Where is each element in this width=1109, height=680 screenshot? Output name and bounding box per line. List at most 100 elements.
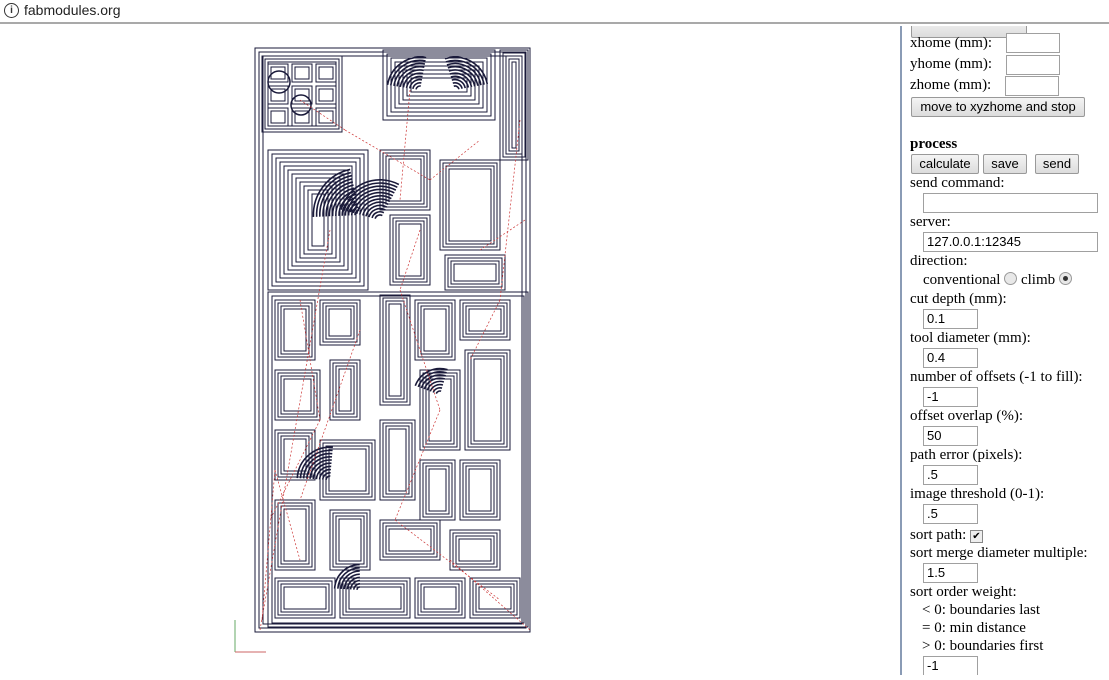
toolpath-contour <box>307 189 329 251</box>
toolpath-contour <box>267 85 289 105</box>
path-error-label: path error (pixels): <box>910 447 1023 463</box>
toolpath-contour <box>502 52 526 158</box>
order-input[interactable]: -1 <box>923 656 978 675</box>
toolpath-arc <box>396 66 425 87</box>
info-icon[interactable]: i <box>4 3 19 18</box>
toolpath-arc <box>340 570 360 589</box>
toolpath-contour <box>420 305 450 355</box>
tool-diameter-input[interactable]: 0.4 <box>923 348 978 368</box>
merge-input[interactable]: 1.5 <box>923 563 978 583</box>
toolpath-contour <box>455 535 495 565</box>
yhome-label: yhome (mm): <box>910 56 993 72</box>
toolpath-arc <box>296 446 333 479</box>
zhome-input[interactable] <box>1005 76 1059 96</box>
toolpath-arc <box>309 459 332 479</box>
toolpath-arc <box>299 449 333 479</box>
toolpath-contour <box>414 299 456 361</box>
toolpath-contour <box>348 586 402 610</box>
toolpath-contour <box>382 422 413 498</box>
send-command-label: send command: <box>910 175 1005 191</box>
rapid-move-line <box>269 419 321 521</box>
toolpath-arc <box>449 72 473 88</box>
toolpath-contour <box>322 302 358 343</box>
toolpath-arc <box>408 78 423 89</box>
toolpath-arc <box>450 75 470 88</box>
server-input[interactable]: 127.0.0.1:12345 <box>923 232 1098 252</box>
rapid-move-line <box>399 89 411 201</box>
toolpath-arc <box>368 207 386 218</box>
toolpath-canvas[interactable] <box>0 26 900 675</box>
toolpath-arc <box>352 191 394 214</box>
toolpath-contour <box>379 294 411 406</box>
toolpath-contour <box>385 525 435 555</box>
toolpath-contour <box>478 586 512 610</box>
toolpath-contour <box>468 308 502 332</box>
toolpath-contour <box>283 508 307 562</box>
settings-panel: xhome (mm): yhome (mm): zhome (mm): move… <box>900 26 1109 675</box>
toolpath-arc <box>340 179 400 210</box>
toolpath-contour <box>280 505 310 565</box>
toolpath-contour <box>291 107 313 127</box>
toolpath-arc <box>374 214 383 220</box>
calculate-button[interactable]: calculate <box>911 154 979 174</box>
toolpath-contour <box>465 465 495 515</box>
toolpath-arc <box>451 78 467 89</box>
toolpath-arc <box>306 456 333 479</box>
cut-depth-label: cut depth (mm): <box>910 291 1007 307</box>
save-button[interactable]: save <box>983 154 1027 174</box>
climb-radio[interactable] <box>1058 272 1072 285</box>
sort-path-checkbox[interactable]: ✔ <box>970 530 983 543</box>
offsets-input[interactable]: -1 <box>923 387 978 407</box>
toolpath-arc <box>362 201 389 216</box>
path-error-input[interactable]: .5 <box>923 465 978 485</box>
toolpath-preview <box>234 47 531 653</box>
toolpath-contour <box>275 157 361 283</box>
toolpath-contour <box>277 580 333 616</box>
climb-label: climb <box>1020 272 1056 288</box>
toolpath-arc <box>453 85 460 90</box>
toolpath-contour <box>267 291 529 628</box>
toolpath-contour <box>389 214 431 286</box>
send-button[interactable]: send <box>1035 154 1079 174</box>
toolpath-arc <box>452 82 463 89</box>
overlap-input[interactable]: 50 <box>923 426 978 446</box>
address-bar[interactable]: i fabmodules.org <box>0 0 1109 24</box>
toolpath-contour <box>318 66 334 80</box>
rapid-move-line <box>399 289 441 411</box>
toolpath-contour <box>271 153 365 287</box>
rapid-move-line <box>274 469 301 561</box>
toolpath-contour <box>425 375 455 445</box>
toolpath-contour <box>267 107 289 127</box>
conventional-label: conventional <box>923 272 1001 288</box>
toolpath-arc <box>351 206 359 216</box>
toolpath-arc <box>423 377 445 390</box>
toolpath-contour <box>328 448 367 492</box>
order-hint-3: > 0: boundaries first <box>922 638 1044 654</box>
url-text[interactable]: fabmodules.org <box>24 2 121 18</box>
cut-depth-input[interactable]: 0.1 <box>923 309 978 329</box>
toolpath-contour <box>386 53 492 117</box>
toolpath-contour <box>315 107 337 127</box>
threshold-input[interactable]: .5 <box>923 504 978 524</box>
toolpath-contour <box>444 254 506 291</box>
send-command-input[interactable] <box>923 193 1098 213</box>
jog-button-partial[interactable] <box>911 26 1027 38</box>
toolpath-contour <box>465 305 505 335</box>
toolpath-contour <box>283 586 327 610</box>
direction-options: conventional climb <box>923 272 1072 289</box>
toolpath-contour <box>475 583 515 613</box>
toolpath-contour <box>294 88 310 102</box>
toolpath-contour <box>280 375 315 415</box>
toolpath-arc <box>312 462 332 480</box>
toolpath-contour <box>294 66 310 80</box>
xhome-input[interactable] <box>1006 33 1060 53</box>
toolpath-contour <box>335 515 365 565</box>
toolpath-contour <box>335 365 355 415</box>
toolpath-contour <box>291 63 313 83</box>
conventional-radio[interactable] <box>1004 272 1018 285</box>
toolpath-contour <box>419 369 461 451</box>
move-to-xyzhome-button[interactable]: move to xyzhome and stop <box>911 97 1085 117</box>
toolpath-contour <box>291 85 313 105</box>
yhome-input[interactable] <box>1006 55 1060 75</box>
toolpath-contour <box>395 220 425 280</box>
